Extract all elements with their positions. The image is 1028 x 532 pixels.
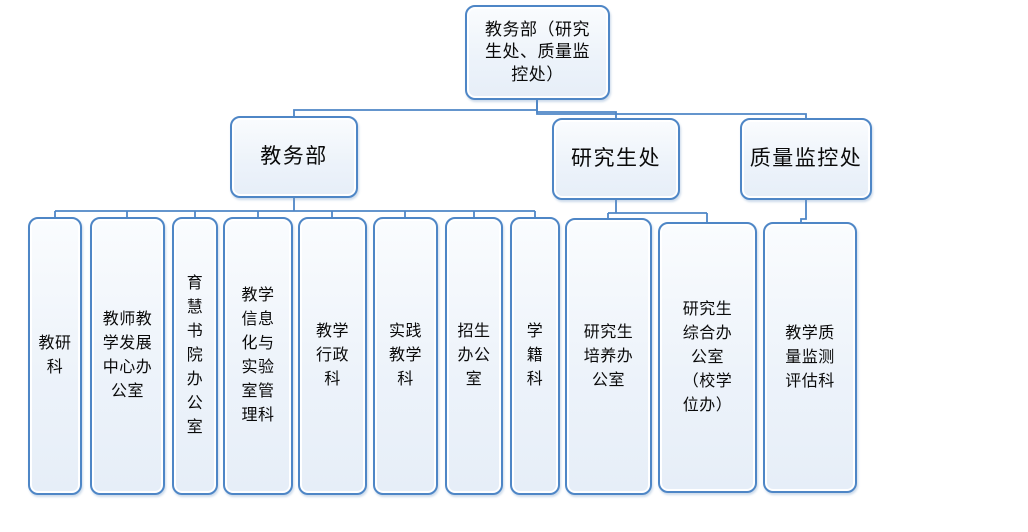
node-graduate-school-office: 研究生处 [552,118,680,200]
node-label: 教务部 [260,144,328,169]
connector-quality-stub [800,200,807,223]
connector-root-to-grad [536,100,617,119]
node-label: 研究生处 [571,146,661,171]
node-graduate-training-office: 研究生 培养办 公室 [565,218,652,495]
node-student-records-section: 学 籍 科 [510,217,560,495]
node-label: 研究生 培养办 公室 [583,323,634,389]
node-label: 教研 科 [38,335,72,376]
node-admissions-office: 招生 办公 室 [445,217,503,495]
node-label: 教师教 学发展 中心办 公室 [102,311,153,400]
node-label: 实践 教学 科 [388,323,422,388]
node-label: 教务部（研究 生处、质量监 控处） [485,19,590,84]
node-yuhui-college-office: 育 慧 书 院 办 公 室 [172,217,218,495]
node-teacher-development-center-office: 教师教 学发展 中心办 公室 [90,217,165,495]
node-label: 研究生 综合办 公室 （校学 位办） [682,300,733,414]
node-teaching-informatization-lab-section: 教学 信息 化与 实验 室管 理科 [223,217,293,495]
node-quality-monitoring-office: 质量监控处 [740,118,872,200]
node-teaching-quality-evaluation-section: 教学质 量监测 评估科 [763,222,857,493]
node-teaching-administration-section: 教学 行政 科 [298,217,367,495]
node-teaching-research-section: 教研 科 [28,217,82,495]
node-label: 教学质 量监测 评估科 [785,324,835,390]
node-academic-affairs-root: 教务部（研究 生处、质量监 控处） [465,5,610,100]
node-practical-teaching-section: 实践 教学 科 [373,217,438,495]
connector-root-to-quality [536,100,807,119]
node-label: 质量监控处 [749,146,863,171]
node-academic-affairs-dept: 教务部 [230,116,358,198]
node-label: 招生 办公 室 [457,323,491,388]
node-graduate-general-office-degree-office: 研究生 综合办 公室 （校学 位办） [658,222,757,493]
node-label: 学 籍 科 [526,323,544,388]
connector-root-to-dept [293,100,538,117]
node-label: 教学 行政 科 [315,323,349,388]
node-label: 教学 信息 化与 实验 室管 理科 [241,287,275,424]
node-label: 育 慧 书 院 办 公 室 [186,275,204,436]
